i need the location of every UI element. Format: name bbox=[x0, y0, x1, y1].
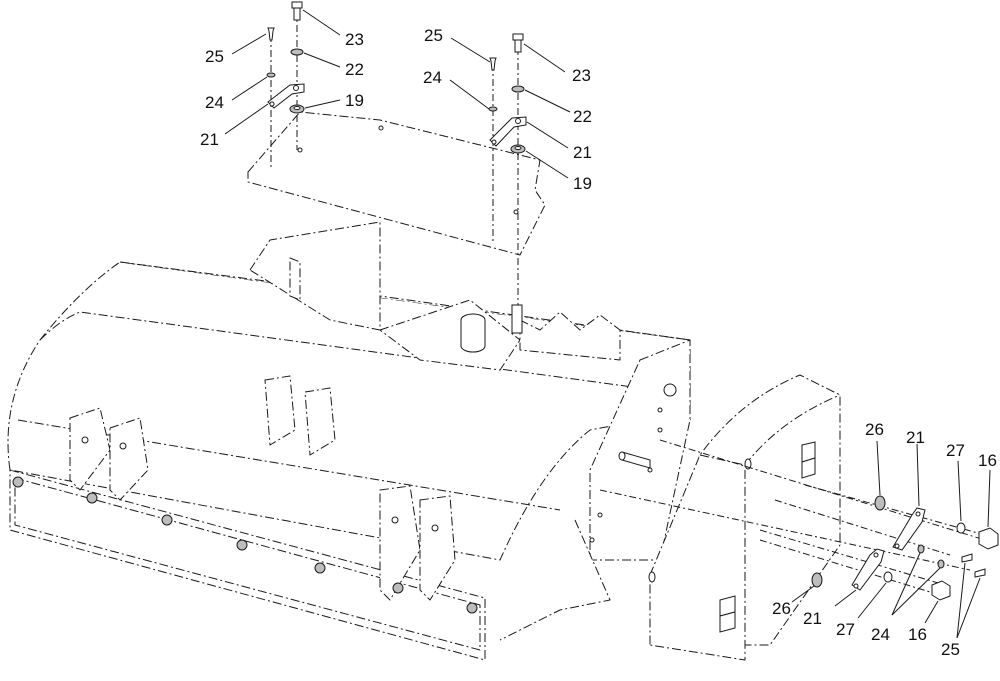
leader-lines bbox=[224, 9, 991, 639]
callout-labels: 25 23 22 24 19 21 25 23 24 22 21 19 26 2… bbox=[200, 26, 997, 659]
callout-16: 16 bbox=[908, 625, 927, 644]
callout-23: 23 bbox=[345, 30, 364, 49]
hardware-right-stack bbox=[488, 33, 527, 154]
callout-24: 24 bbox=[205, 93, 224, 112]
callout-22: 22 bbox=[573, 107, 592, 126]
callout-24: 24 bbox=[423, 68, 442, 87]
callout-27: 27 bbox=[836, 620, 855, 639]
callout-23: 23 bbox=[572, 66, 591, 85]
callout-25: 25 bbox=[424, 26, 443, 45]
hardware-left-stack bbox=[266, 1, 305, 114]
assembly-axes bbox=[270, 10, 986, 596]
callout-21: 21 bbox=[803, 609, 822, 628]
callout-24: 24 bbox=[871, 625, 890, 644]
main-housing bbox=[7, 221, 691, 661]
callout-21: 21 bbox=[200, 130, 219, 149]
top-cover-plate bbox=[247, 111, 546, 256]
callout-16: 16 bbox=[978, 451, 997, 470]
callout-26: 26 bbox=[772, 599, 791, 618]
callout-19: 19 bbox=[345, 91, 364, 110]
hardware-side-stack bbox=[811, 495, 999, 601]
callout-21: 21 bbox=[906, 428, 925, 447]
callout-21: 21 bbox=[573, 143, 592, 162]
callout-27: 27 bbox=[946, 441, 965, 460]
callout-25: 25 bbox=[205, 47, 224, 66]
callout-22: 22 bbox=[345, 60, 364, 79]
end-cover bbox=[648, 374, 841, 661]
callout-25: 25 bbox=[941, 640, 960, 659]
callout-26: 26 bbox=[865, 420, 884, 439]
callout-19: 19 bbox=[573, 174, 592, 193]
